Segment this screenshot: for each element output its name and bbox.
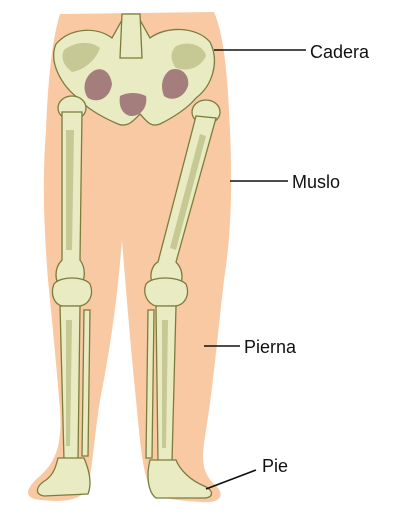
left-knee (52, 278, 91, 306)
foot-label: Pie (262, 456, 288, 476)
right-tibia-fibula (146, 306, 176, 462)
thigh-label: Muslo (292, 172, 340, 192)
right-knee (145, 278, 188, 306)
hip-label: Cadera (310, 42, 370, 62)
foot-leader-line (206, 470, 256, 489)
left-tibia-fibula (60, 306, 90, 460)
leg-label: Pierna (244, 337, 297, 357)
